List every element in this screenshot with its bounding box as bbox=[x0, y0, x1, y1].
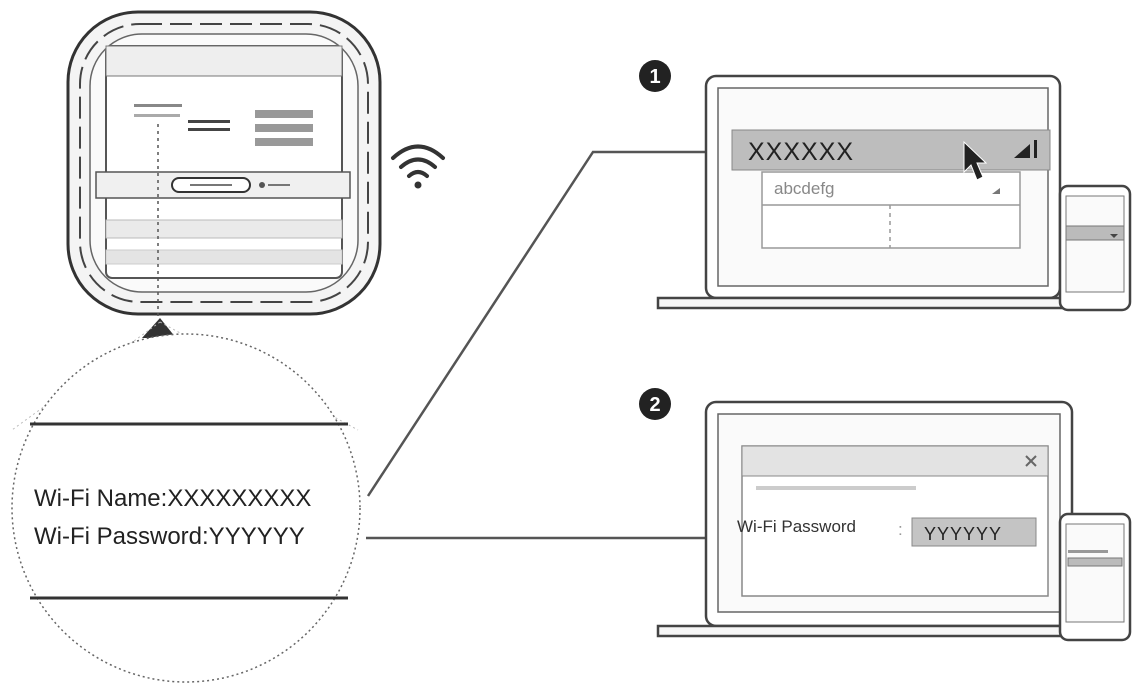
wifi-name-text: Wi-Fi Name:XXXXXXXXX bbox=[34, 485, 311, 512]
other-network-text[interactable]: abcdefg bbox=[774, 179, 835, 198]
wifi-password-text: Wi-Fi Password:YYYYYY bbox=[34, 523, 305, 550]
password-input[interactable] bbox=[911, 517, 1037, 547]
close-icon[interactable] bbox=[1025, 455, 1037, 467]
connector-line-step1 bbox=[366, 150, 730, 497]
password-label: Wi-Fi Password bbox=[737, 517, 856, 536]
magnifier-pointer bbox=[142, 318, 176, 338]
router-label-text-line bbox=[134, 104, 182, 107]
network-item-selected[interactable] bbox=[731, 129, 1051, 171]
signal-icon bbox=[1014, 140, 1037, 158]
step2-badge: 2 bbox=[639, 388, 671, 420]
step1-phone bbox=[1058, 184, 1132, 312]
password-value: YYYYYY bbox=[924, 524, 1002, 544]
phone-password-field bbox=[1067, 557, 1123, 567]
network-name-text: XXXXXX bbox=[748, 138, 854, 166]
router-label-text-line bbox=[134, 114, 180, 117]
signal-icon bbox=[992, 188, 1000, 194]
label-magnifier: Wi-Fi Name:XXXXXXXXX Wi-Fi Password:YYYY… bbox=[11, 318, 361, 683]
router bbox=[66, 10, 382, 320]
step1-number: 1 bbox=[649, 66, 660, 88]
step2-number: 2 bbox=[649, 394, 660, 416]
wifi-icon bbox=[391, 144, 445, 189]
cursor-icon bbox=[963, 140, 988, 181]
step1-badge: 1 bbox=[639, 60, 671, 92]
phone-network-item bbox=[1065, 225, 1125, 241]
step2-phone bbox=[1058, 512, 1132, 642]
network-dropdown bbox=[761, 171, 1021, 249]
password-separator: : bbox=[898, 520, 903, 539]
step2-laptop: Wi-Fi Password : YYYYYY bbox=[656, 400, 1089, 638]
step1-laptop: XXXXXX abcdefg bbox=[656, 74, 1085, 310]
